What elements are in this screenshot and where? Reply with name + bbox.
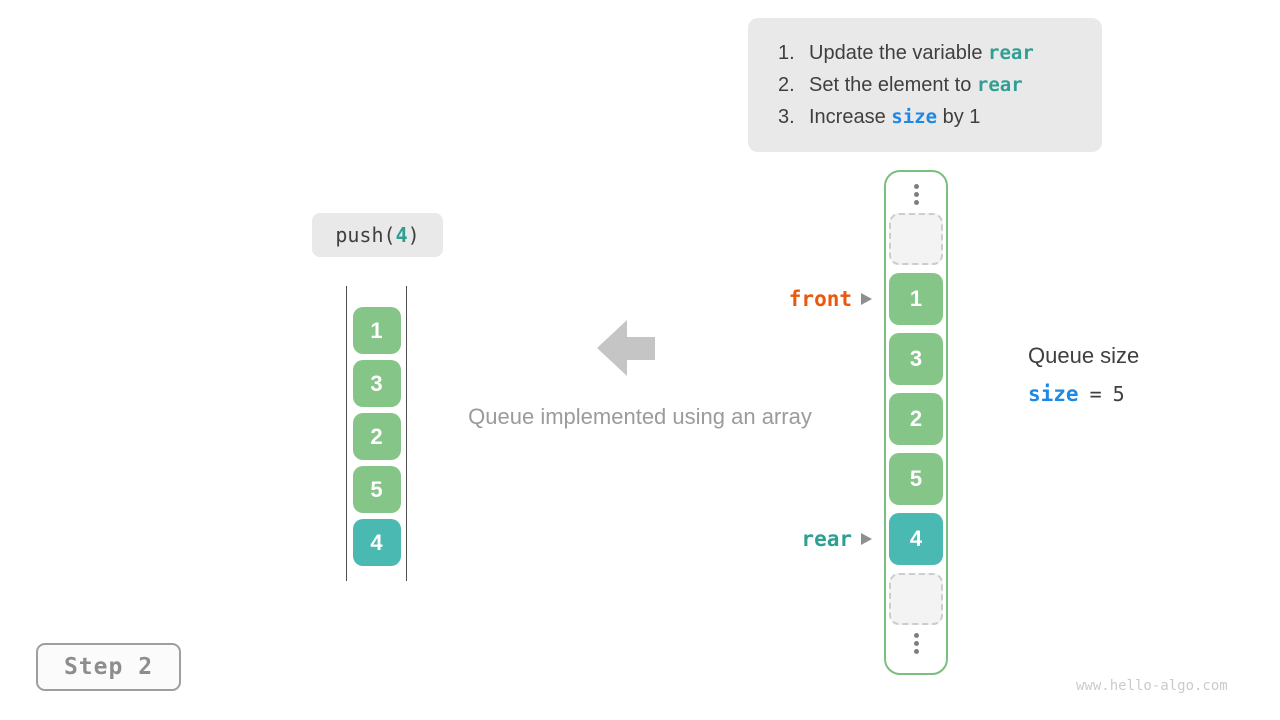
push-suffix: ) (407, 223, 420, 247)
front-pointer-label: front (788, 287, 852, 311)
code-token-size: size (891, 105, 938, 128)
rear-pointer-label: rear (801, 527, 852, 551)
code-token-rear: rear (988, 41, 1034, 64)
step-badge: Step 2 (36, 643, 181, 691)
code-token-rear: rear (976, 73, 1023, 96)
instruction-text: Increase size by 1 (809, 105, 981, 128)
stack-cell: 5 (352, 466, 401, 513)
push-argument: 4 (395, 223, 408, 247)
array-cell: 5 (889, 453, 943, 505)
instruction-item-2: 2. Set the element to rear (778, 74, 1102, 97)
diagram-caption: Queue implemented using an array (468, 404, 812, 429)
instruction-item-1: 1. Update the variable rear (778, 42, 1102, 65)
array-cell: 1 (889, 273, 943, 325)
queue-abstract-stack: 1 3 2 5 4 (346, 286, 407, 581)
equals-sign: = (1089, 382, 1102, 406)
vertical-ellipsis-icon (913, 184, 919, 205)
rear-pointer: rear (777, 527, 872, 551)
instruction-item-3: 3. Increase size by 1 (778, 106, 1102, 129)
instruction-text: Set the element to rear (809, 73, 1023, 96)
instruction-box: 1. Update the variable rear 2. Set the e… (748, 18, 1102, 152)
instruction-text: Update the variable rear (809, 41, 1034, 64)
array-cell: 3 (889, 333, 943, 385)
instruction-number: 2. (778, 73, 795, 96)
pointer-arrow-icon (861, 293, 872, 305)
stack-cell: 1 (352, 307, 401, 354)
queue-size-title: Queue size (1028, 343, 1140, 368)
push-operation-badge: push(4) (312, 213, 443, 257)
array-cell: 2 (889, 393, 943, 445)
stack-cell: 2 (352, 413, 401, 460)
instruction-number: 1. (778, 41, 795, 64)
push-prefix: push( (335, 223, 396, 247)
array-cell-empty (889, 213, 943, 265)
size-value: 5 (1112, 382, 1125, 406)
size-variable: size (1028, 382, 1079, 406)
array-column: 1 3 2 5 4 (884, 170, 948, 675)
array-cell-highlighted: 4 (889, 513, 943, 565)
instruction-number: 3. (778, 105, 795, 128)
queue-size-panel: Queue size size = 5 (1028, 343, 1139, 406)
pointer-arrow-icon (861, 533, 872, 545)
queue-size-expression: size = 5 (1028, 382, 1139, 406)
watermark: www.hello-algo.com (1076, 678, 1228, 694)
front-pointer: front (777, 287, 872, 311)
vertical-ellipsis-icon (913, 633, 919, 654)
left-arrow-icon (597, 320, 655, 376)
stack-cell: 3 (352, 360, 401, 407)
stack-cell-highlighted: 4 (352, 519, 401, 566)
array-cell-empty (889, 573, 943, 625)
